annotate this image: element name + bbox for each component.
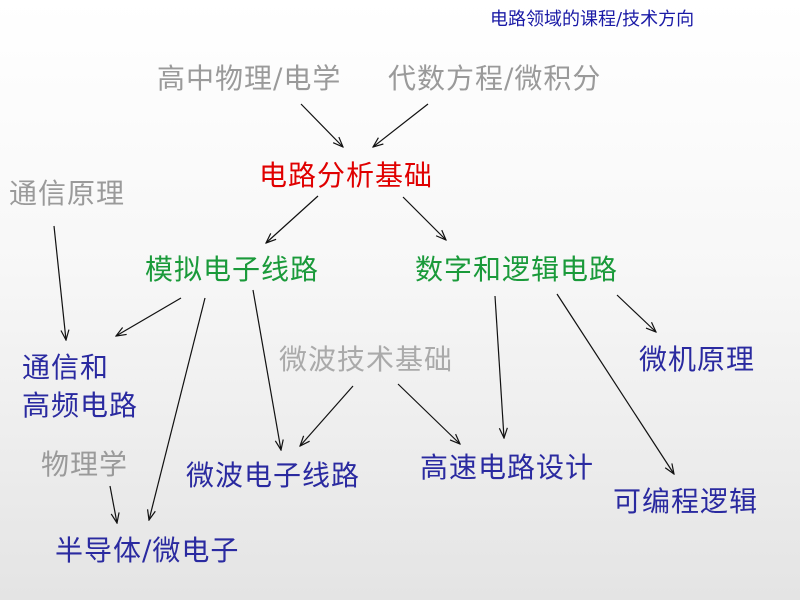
slide-header: 电路领域的课程/技术方向	[490, 9, 695, 30]
node-algebra-calculus: 代数方程/微积分	[388, 62, 602, 95]
arrow-algebra-to-circuit	[373, 103, 429, 147]
node-comm-hf-line1: 通信和	[22, 351, 110, 384]
arrow-mwbasics-to-highspeed	[397, 383, 460, 444]
arrow-digital-to-highspeed	[494, 295, 504, 438]
arrow-physics-to-semiconductor	[109, 485, 117, 523]
arrow-comm-to-commhf	[53, 225, 66, 340]
node-analog-circuits: 模拟电子线路	[145, 253, 320, 286]
node-physics: 物理学	[41, 448, 129, 481]
node-semiconductor: 半导体/微电子	[55, 534, 240, 567]
node-comm-principles: 通信原理	[9, 177, 126, 210]
arrow-circuit-to-digital	[402, 196, 446, 240]
arrow-analog-to-microwave-circuits	[252, 289, 281, 450]
arrow-digital-to-microcomputer	[616, 294, 656, 332]
arrow-digital-to-programmable	[556, 293, 674, 474]
node-programmable-logic: 可编程逻辑	[613, 485, 759, 518]
arrow-analog-to-commhf	[116, 297, 182, 336]
arrow-mwbasics-to-microwave-circuits	[300, 385, 354, 446]
arrow-analog-to-semiconductor	[149, 297, 206, 520]
node-microwave-circuits: 微波电子线路	[186, 459, 361, 492]
node-circuit-basics: 电路分析基础	[259, 159, 434, 192]
arrow-physics-to-circuit	[300, 103, 343, 147]
node-microcomputer: 微机原理	[639, 343, 756, 376]
node-microwave-basics: 微波技术基础	[279, 343, 454, 376]
node-highschool-physics: 高中物理/电学	[157, 62, 342, 95]
node-digital-logic: 数字和逻辑电路	[415, 253, 619, 286]
node-comm-hf-line2: 高频电路	[22, 389, 139, 422]
arrow-circuit-to-analog	[266, 195, 319, 243]
node-highspeed-design: 高速电路设计	[420, 451, 595, 484]
